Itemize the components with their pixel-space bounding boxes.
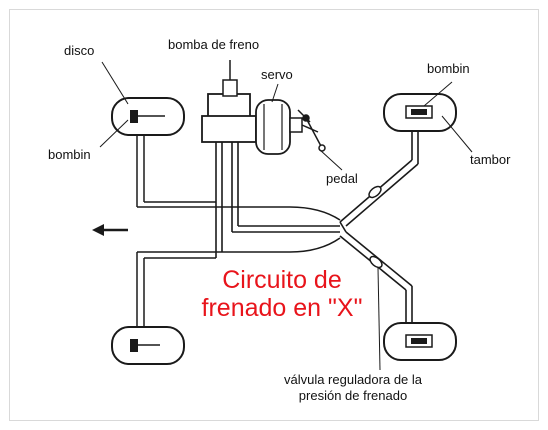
wheel-cylinder-rear-right xyxy=(405,334,433,348)
pressure-valve xyxy=(369,255,383,269)
label-bombin-right: bombin xyxy=(427,61,470,76)
diagram-title: Circuito de frenado en "X" xyxy=(167,266,397,322)
fitting-upper xyxy=(368,185,382,199)
pedal-linkage xyxy=(297,109,326,152)
caliper-front-left xyxy=(130,110,165,123)
wheel-cylinder-front-right xyxy=(405,105,433,119)
leader-lines xyxy=(99,61,473,371)
caliper-rear-left xyxy=(130,339,160,352)
label-disco: disco xyxy=(64,43,95,58)
arrow-left-icon xyxy=(92,224,128,236)
title-line-1: Circuito de xyxy=(222,266,342,294)
pipe-rear-left xyxy=(136,251,216,327)
label-bomba-de-freno: bomba de freno xyxy=(168,37,260,52)
valve-note-line-1: válvula reguladora de la xyxy=(283,372,423,387)
valve-note: válvula reguladora de la presión de fren… xyxy=(238,372,468,405)
pipe-front-left xyxy=(136,135,216,208)
label-tambor: tambor xyxy=(470,152,511,167)
pipe-main-trunk xyxy=(216,206,341,253)
valve-note-line-2: presión de frenado xyxy=(298,388,408,404)
servo-booster xyxy=(255,99,303,155)
master-cylinder xyxy=(201,60,257,143)
pipes-master-vertical xyxy=(215,140,239,258)
title-line-2: frenado en "X" xyxy=(201,294,363,322)
label-bombin-left: bombin xyxy=(48,147,91,162)
label-pedal: pedal xyxy=(326,171,358,186)
label-servo: servo xyxy=(261,67,293,82)
